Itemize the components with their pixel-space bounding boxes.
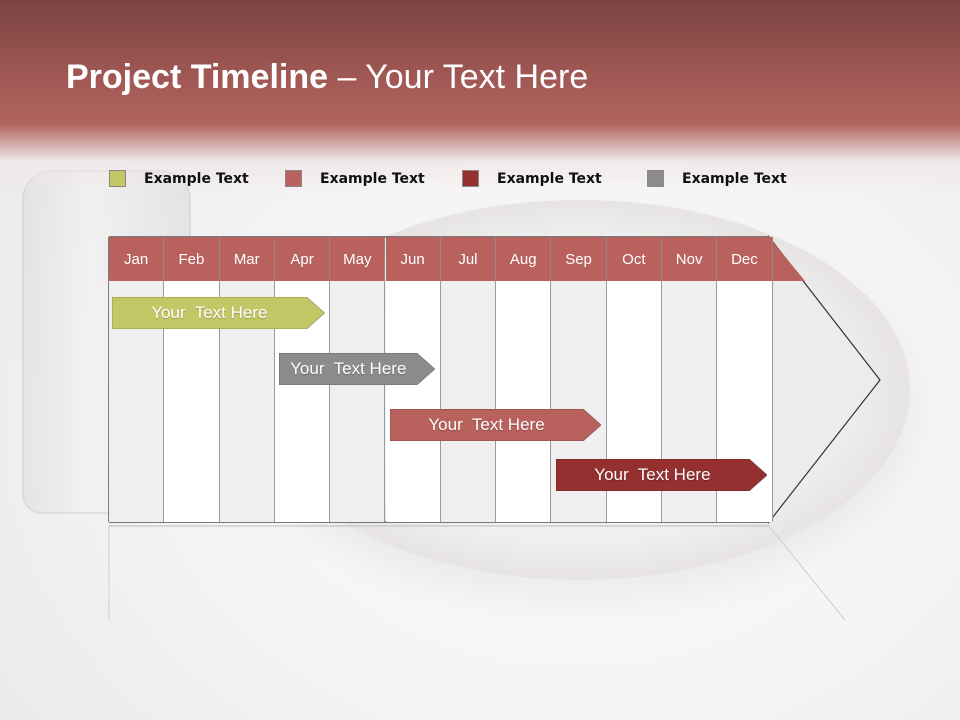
slide-title: Project Timeline – Your Text Here [66,58,588,97]
month-column [330,281,386,522]
month-header-apr: Apr [274,237,331,281]
legend-swatch [109,170,126,187]
task-bar-label: Your Text Here [151,303,268,322]
task-bar[interactable]: Your Text Here [389,409,602,441]
legend-label: Example Text [497,170,602,187]
arrow-head-header [769,237,805,281]
month-header-jan: Jan [109,237,165,281]
task-bar-label: Your Text Here [428,415,545,434]
task-bar[interactable]: Your Text Here [555,459,768,491]
title-bold: Project Timeline [66,58,329,96]
legend-label: Example Text [144,170,249,187]
legend-item: Example Text [109,170,249,187]
month-header-oct: Oct [606,237,662,281]
legend-swatch [462,170,479,187]
title-rest: – Your Text Here [328,58,589,96]
month-header-jun: Jun [385,237,441,281]
month-header-feb: Feb [164,237,220,281]
task-bar-arrow [555,459,768,491]
task-bar-arrow [389,409,602,441]
month-column [496,281,552,522]
legend-swatch [647,170,664,187]
month-column [385,281,441,522]
month-header-dec: Dec [717,237,773,281]
legend-item: Example Text [285,170,425,187]
legend-item: Example Text [647,170,787,187]
task-bar-arrow [279,353,436,385]
month-column [440,281,497,522]
legend-swatch [285,170,302,187]
legend-label: Example Text [320,170,425,187]
task-bar-label: Your Text Here [594,465,711,484]
header-band [0,0,960,190]
task-bar-label: Your Text Here [290,359,407,378]
month-header-mar: Mar [219,237,275,281]
task-bar[interactable]: Your Text Here [112,297,325,329]
month-header-sep: Sep [551,237,607,281]
month-header-nov: Nov [662,237,718,281]
task-bar-arrow [112,297,325,329]
task-bar[interactable]: Your Text Here [279,353,436,385]
month-header-may: May [330,237,386,281]
month-header-jul: Jul [440,237,497,281]
month-header-aug: Aug [496,237,552,281]
legend-label: Example Text [682,170,787,187]
legend-item: Example Text [462,170,602,187]
legend: Example Text Example Text Example Text E… [0,170,960,194]
